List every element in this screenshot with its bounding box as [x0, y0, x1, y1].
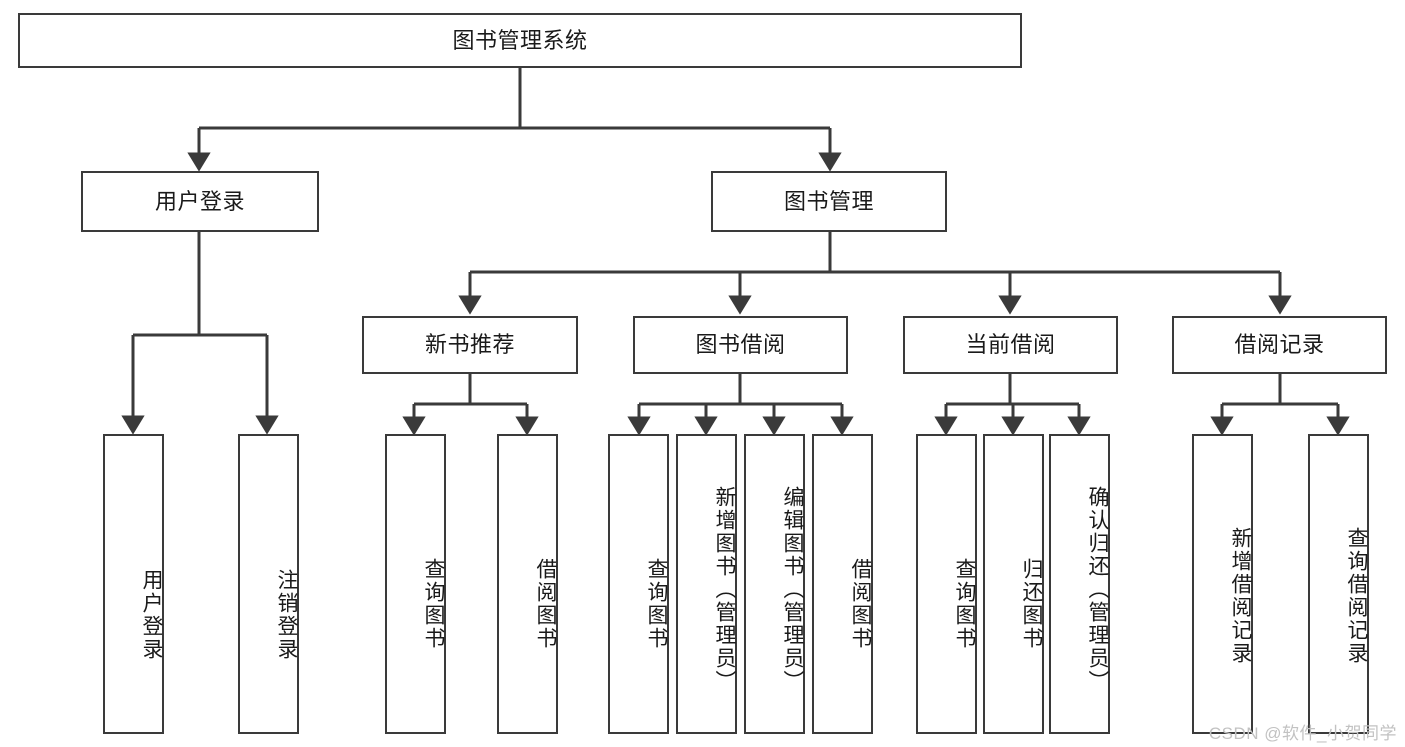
node-label: 当前借阅 [965, 332, 1056, 358]
node-label: 注销登录 [275, 569, 298, 661]
node-label: 归还图书 [1020, 558, 1043, 650]
node-label: 查询图书 [645, 558, 668, 650]
leaf-record-query-borrow-record[interactable]: 查询借阅记录 [1308, 434, 1369, 734]
node-new-book-recommend[interactable]: 新书推荐 [362, 316, 578, 374]
node-label: 图书管理系统 [452, 27, 588, 53]
node-label: 用户登录 [140, 569, 163, 661]
node-label: 新书推荐 [424, 332, 515, 358]
leaf-new-book-borrow-book[interactable]: 借阅图书 [497, 434, 558, 734]
node-label: 用户登录 [154, 188, 245, 214]
leaf-borrow-query-book[interactable]: 查询图书 [608, 434, 669, 734]
node-borrow-record[interactable]: 借阅记录 [1172, 316, 1387, 374]
leaf-current-confirm-return-admin[interactable]: 确认归还（管理员） [1049, 434, 1110, 734]
leaf-borrow-borrow-book[interactable]: 借阅图书 [812, 434, 873, 734]
leaf-current-return-book[interactable]: 归还图书 [983, 434, 1044, 734]
node-label: 查询图书 [953, 558, 976, 650]
node-book-management[interactable]: 图书管理 [711, 171, 947, 232]
node-label: 借阅图书 [849, 558, 872, 650]
node-label: 图书管理 [783, 188, 874, 214]
node-label: 借阅记录 [1234, 332, 1325, 358]
node-label: 编辑图书（管理员） [781, 485, 804, 693]
node-root-book-management-system[interactable]: 图书管理系统 [18, 13, 1022, 68]
leaf-borrow-add-book-admin[interactable]: 新增图书（管理员） [676, 434, 737, 734]
leaf-borrow-edit-book-admin[interactable]: 编辑图书（管理员） [744, 434, 805, 734]
node-label: 查询借阅记录 [1345, 527, 1368, 665]
leaf-current-query-book[interactable]: 查询图书 [916, 434, 977, 734]
node-user-login[interactable]: 用户登录 [81, 171, 319, 232]
leaf-logout-login[interactable]: 注销登录 [238, 434, 299, 734]
node-label: 确认归还（管理员） [1086, 485, 1109, 693]
node-label: 查询图书 [422, 558, 445, 650]
node-current-borrow[interactable]: 当前借阅 [903, 316, 1118, 374]
leaf-record-add-borrow-record[interactable]: 新增借阅记录 [1192, 434, 1253, 734]
node-label: 新增借阅记录 [1229, 527, 1252, 665]
leaf-new-book-query-book[interactable]: 查询图书 [385, 434, 446, 734]
csdn-watermark: CSDN @软件_小贺同学 [1208, 724, 1397, 743]
node-label: 图书借阅 [695, 332, 786, 358]
node-label: 新增图书（管理员） [713, 485, 736, 693]
node-book-borrow[interactable]: 图书借阅 [633, 316, 848, 374]
leaf-user-login[interactable]: 用户登录 [103, 434, 164, 734]
node-label: 借阅图书 [534, 558, 557, 650]
